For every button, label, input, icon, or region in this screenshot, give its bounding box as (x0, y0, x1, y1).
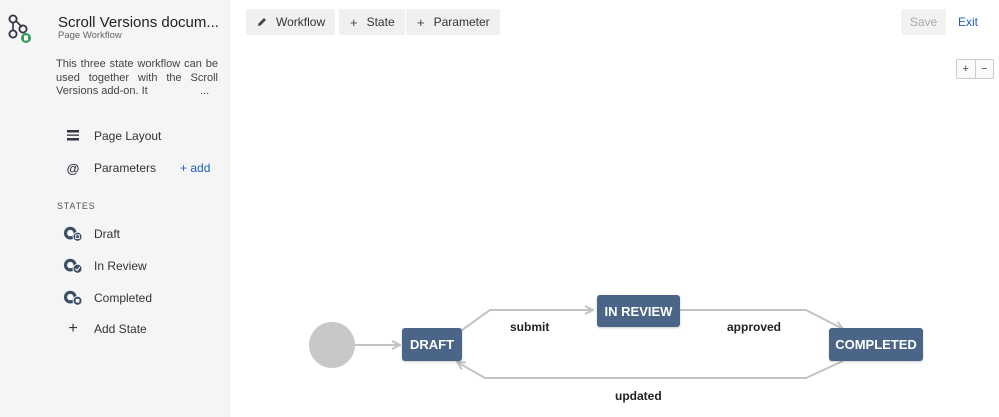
sidebar: Scroll Versions docum... Page Workflow T… (0, 0, 230, 417)
state-label: Draft (94, 227, 121, 241)
plus-icon: + (350, 14, 358, 30)
states-heading: STATES (57, 201, 96, 211)
workflow-app-icon (8, 14, 34, 44)
exit-button[interactable]: Exit (958, 15, 979, 29)
sidebar-item-label: Parameters (94, 161, 157, 175)
transition-submit-label[interactable]: submit (510, 320, 550, 334)
add-parameter-link[interactable]: + add (180, 161, 211, 175)
state-draft-icon (63, 224, 83, 244)
pencil-icon (257, 15, 267, 30)
sidebar-item-parameters[interactable]: @ Parameters (0, 156, 230, 180)
transition-approved-label[interactable]: approved (727, 320, 782, 334)
start-node[interactable] (309, 322, 355, 368)
save-button[interactable]: Save (901, 9, 946, 35)
state-label: In Review (94, 259, 147, 273)
state-node-completed[interactable]: COMPLETED (829, 328, 923, 361)
at-icon: @ (66, 160, 80, 176)
workflow-subtitle: Page Workflow (58, 30, 122, 41)
edge-updated (457, 360, 844, 379)
state-completed-icon (63, 288, 83, 308)
state-node-in-review[interactable]: IN REVIEW (597, 295, 680, 327)
state-button-label: State (366, 15, 395, 29)
state-node-draft[interactable]: DRAFT (402, 328, 462, 361)
workflow-description: This three state workflow can be used to… (56, 58, 218, 97)
sidebar-item-state-completed[interactable]: Completed (0, 286, 230, 310)
sidebar-item-state-in-review[interactable]: In Review (0, 254, 230, 278)
workflow-button[interactable]: Workflow (246, 9, 336, 35)
add-state-label: Add State (94, 322, 147, 336)
plus-icon: + (68, 320, 78, 337)
sidebar-item-label: Page Layout (94, 129, 162, 143)
zoom-controls: + − (956, 59, 994, 79)
add-state-toolbar-button[interactable]: + State (339, 9, 405, 35)
page-layout-icon (63, 126, 83, 146)
transition-updated-label[interactable]: updated (615, 389, 662, 403)
add-parameter-toolbar-button[interactable]: + Parameter (406, 9, 500, 35)
parameter-button-label: Parameter (433, 15, 490, 29)
state-review-icon (63, 256, 83, 276)
workflow-button-label: Workflow (276, 15, 326, 29)
sidebar-item-state-draft[interactable]: Draft (0, 222, 230, 246)
workflow-title: Scroll Versions docum... (58, 14, 219, 31)
sidebar-item-page-layout[interactable]: Page Layout (0, 124, 230, 148)
state-label: Completed (94, 291, 153, 305)
zoom-out-button[interactable]: − (981, 63, 988, 75)
plus-icon: + (417, 14, 425, 30)
add-state-button[interactable]: + Add State (0, 317, 230, 341)
description-more[interactable]: ... (200, 85, 218, 99)
zoom-in-button[interactable]: + (957, 60, 976, 78)
